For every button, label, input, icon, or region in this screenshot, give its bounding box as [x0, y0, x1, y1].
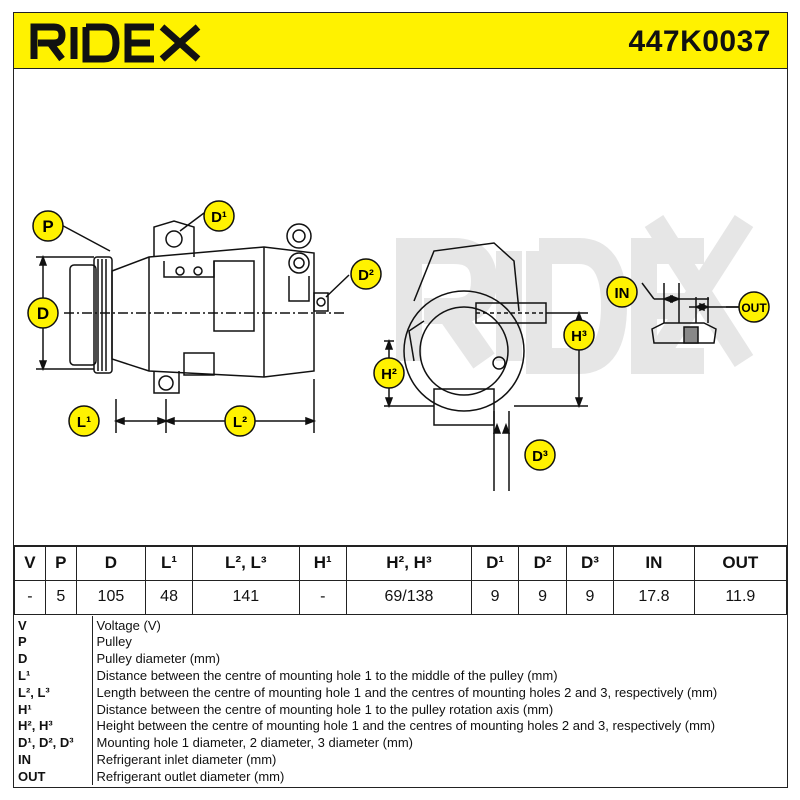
- label-H2-text: H²: [381, 366, 397, 383]
- legend-desc: Voltage (V): [96, 618, 161, 633]
- specs-header-cell: L¹: [145, 545, 194, 581]
- legend-desc: Distance between the centre of mounting …: [96, 701, 554, 717]
- legend-key: IN: [14, 751, 93, 769]
- label-L2-text: L²: [233, 414, 247, 431]
- specs-header-cell: H¹: [298, 545, 347, 581]
- legend-desc: Refrigerant outlet diameter (mm): [96, 768, 285, 784]
- specs-header-cell: L², L³: [192, 545, 300, 581]
- label-D1-text: D¹: [211, 209, 227, 226]
- legend-key: P: [14, 634, 93, 651]
- specs-header-cell: D: [75, 545, 147, 581]
- compressor-front-view: [384, 242, 588, 491]
- specs-value-cell: 9: [470, 579, 520, 615]
- label-OUT-text: OUT: [741, 301, 767, 315]
- label-IN-text: IN: [615, 285, 630, 302]
- ridex-logo: [28, 17, 208, 70]
- label-D-text: D: [37, 304, 49, 323]
- specs-header-cell: H², H³: [345, 545, 472, 581]
- label-D3-text: D³: [532, 448, 548, 465]
- legend-desc: Distance between the centre of mounting …: [96, 667, 558, 683]
- label-D3: D³: [524, 439, 556, 471]
- legend-desc: Pulley diameter (mm): [96, 651, 221, 667]
- legend-desc: Length between the centre of mounting ho…: [96, 684, 718, 700]
- label-D2-text: D²: [358, 267, 374, 284]
- label-IN: IN: [606, 276, 638, 308]
- specs-value-cell: 9: [565, 579, 615, 615]
- specs-value-cell: 69/138: [345, 579, 472, 615]
- specs-value-row: - 5 105 48 141 - 69/138 9 9 9 17.8 11.9: [14, 579, 788, 615]
- page-frame: 447K0037: [13, 12, 788, 788]
- label-H2: H²: [373, 357, 405, 389]
- specs-value-cell: 5: [44, 579, 77, 615]
- specs-header-row: V P D L¹ L², L³ H¹ H², H³ D¹ D² D³ IN OU…: [14, 545, 788, 581]
- specs-value-cell: 48: [145, 579, 194, 615]
- specs-header-cell: D¹: [470, 545, 520, 581]
- label-OUT: OUT: [738, 291, 770, 323]
- label-L1: L¹: [68, 405, 100, 437]
- label-D: D: [27, 297, 59, 329]
- label-P: P: [32, 210, 64, 242]
- technical-drawing: P D¹ D D² L¹: [14, 71, 787, 541]
- specs-value-cell: 9: [518, 579, 567, 615]
- label-D2: D²: [350, 258, 382, 290]
- legend-key: L², L³: [14, 684, 93, 702]
- specs-header-cell: D³: [565, 545, 615, 581]
- label-D1: D¹: [203, 200, 235, 232]
- legend-key: OUT: [14, 768, 93, 786]
- legend-desc: Refrigerant inlet diameter (mm): [96, 751, 277, 767]
- specs-value-cell: -: [14, 579, 46, 615]
- fitting-view: [641, 282, 744, 344]
- specs-header-cell: D²: [518, 545, 567, 581]
- compressor-drawing-svg: P D¹ D D² L¹: [27, 200, 770, 491]
- compressor-side-view: [36, 212, 350, 433]
- header-bar: 447K0037: [14, 13, 787, 69]
- label-H3: H³: [563, 319, 595, 351]
- specs-value-cell: 141: [192, 579, 300, 615]
- legend-desc: Mounting hole 1 diameter, 2 diameter, 3 …: [96, 735, 413, 751]
- specs-value-cell: 11.9: [693, 579, 788, 615]
- dimension-labels: P D¹ D D² L¹: [27, 200, 770, 471]
- part-number: 447K0037: [628, 25, 771, 58]
- specs-header-cell: P: [44, 545, 77, 581]
- label-L1-text: L¹: [77, 414, 91, 431]
- watermark: [396, 215, 754, 374]
- legend-key: D: [14, 650, 93, 668]
- specs-header-cell: OUT: [693, 545, 788, 581]
- legend-desc: Height between the centre of mounting ho…: [96, 718, 716, 734]
- label-L2: L²: [224, 405, 256, 437]
- legend-key: L¹: [14, 667, 93, 685]
- specs-value-cell: -: [298, 579, 347, 615]
- specs-value-cell: 105: [75, 579, 147, 615]
- legend-key: V: [14, 616, 93, 634]
- specs-table: V P D L¹ L², L³ H¹ H², H³ D¹ D² D³ IN OU…: [14, 545, 788, 615]
- specs-header-cell: V: [14, 545, 46, 581]
- label-H3-text: H³: [571, 328, 587, 345]
- label-P-text: P: [42, 217, 53, 236]
- legend-key: D¹, D², D³: [14, 734, 93, 752]
- legend-key: H², H³: [14, 717, 93, 735]
- specs-value-cell: 17.8: [613, 579, 695, 615]
- specs-header-cell: IN: [613, 545, 695, 581]
- legend-key: H¹: [14, 701, 93, 718]
- ridex-logo-graphic: [30, 23, 201, 63]
- legend-desc: Pulley: [96, 634, 132, 650]
